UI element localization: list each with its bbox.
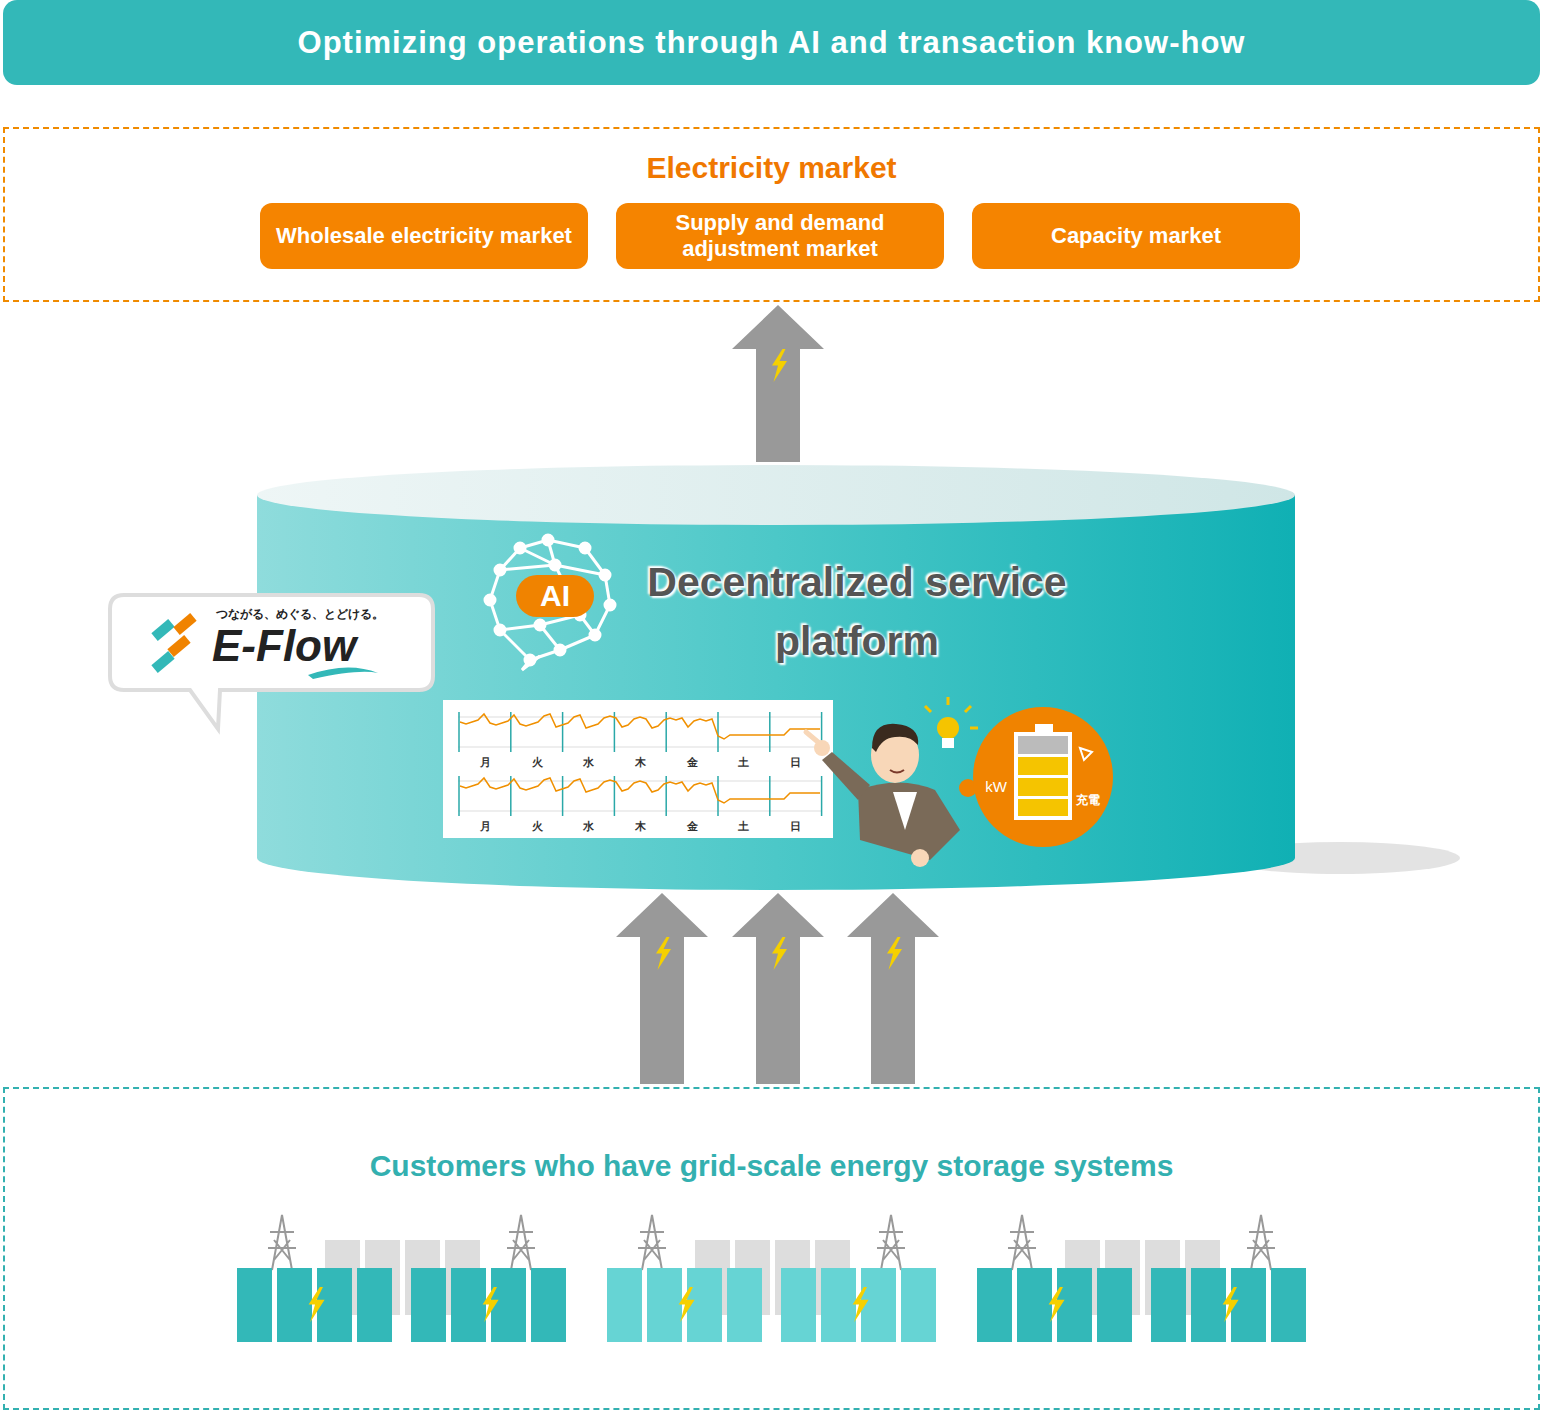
weekday-label: 金 xyxy=(687,819,698,834)
chart-panel xyxy=(443,700,833,838)
node-text: E-Flow xyxy=(212,623,435,669)
arrow-shape xyxy=(732,893,824,1084)
ai-badge-text: AI xyxy=(540,579,570,613)
node-heading: Customers who have grid-scale energy sto… xyxy=(5,1149,1538,1183)
speech-bubble: つながる、めぐる、とどける。E-Flow xyxy=(108,593,435,692)
node-heading: Supply and demand adjustment market xyxy=(628,210,932,263)
platform-cylinder: Decentralized service platform xyxy=(257,465,1295,890)
node-heading: Electricity market xyxy=(5,151,1538,185)
cylinder-body xyxy=(257,495,1295,890)
arrow-shape xyxy=(847,893,939,1084)
node-heading: Wholesale electricity market xyxy=(276,223,572,249)
node-heading: Capacity market xyxy=(1051,223,1221,249)
market-box: Wholesale electricity market xyxy=(260,203,588,269)
weekday-label: 日 xyxy=(790,755,801,770)
chart-lines xyxy=(458,712,822,816)
block-arrow xyxy=(847,893,939,1084)
person-figure xyxy=(806,724,960,867)
market-box: Supply and demand adjustment market xyxy=(616,203,944,269)
weekday-label: 水 xyxy=(583,755,594,770)
weekday-label: 金 xyxy=(687,755,698,770)
customer-region: Customers who have grid-scale energy sto… xyxy=(3,1087,1540,1410)
arrow-shape xyxy=(616,893,708,1084)
block-arrow xyxy=(616,893,708,1084)
battery-circle xyxy=(973,707,1113,847)
weekday-label: 木 xyxy=(635,755,646,770)
weekday-label: 火 xyxy=(532,819,543,834)
bolt-icon xyxy=(772,937,787,970)
battery-icon xyxy=(1014,724,1092,820)
bolt-icon xyxy=(887,937,902,970)
lightbulb-icon xyxy=(925,697,978,748)
weekday-label: 土 xyxy=(738,819,749,834)
node-heading: つながる、めぐる、とどける。 xyxy=(216,606,435,623)
arrow-shape xyxy=(732,305,824,462)
market-region: Electricity marketWholesale electricity … xyxy=(3,127,1540,302)
weekday-label: 水 xyxy=(583,819,594,834)
charge-label: 充電 xyxy=(1076,792,1100,809)
cylinder-top xyxy=(257,465,1295,525)
bolt-icon xyxy=(772,349,787,382)
block-arrow xyxy=(732,893,824,1084)
bubble-outline xyxy=(108,593,435,737)
weekday-label: 月 xyxy=(480,819,491,834)
node-heading: Optimizing operations through AI and tra… xyxy=(298,25,1246,61)
unit-label: kW xyxy=(985,778,1007,795)
ai-badge xyxy=(516,575,594,617)
weekday-label: 木 xyxy=(635,819,646,834)
node-heading: Decentralized service platform xyxy=(592,553,1122,672)
bolt-icon xyxy=(656,937,671,970)
ai-network-icon xyxy=(485,535,615,670)
banner: Optimizing operations through AI and tra… xyxy=(3,0,1540,85)
weekday-label: 火 xyxy=(532,755,543,770)
weekday-label: 日 xyxy=(790,819,801,834)
weekday-label: 月 xyxy=(480,755,491,770)
market-box: Capacity market xyxy=(972,203,1300,269)
weekday-label: 土 xyxy=(738,755,749,770)
block-arrow xyxy=(732,305,824,462)
storage-sites xyxy=(237,1215,1306,1342)
